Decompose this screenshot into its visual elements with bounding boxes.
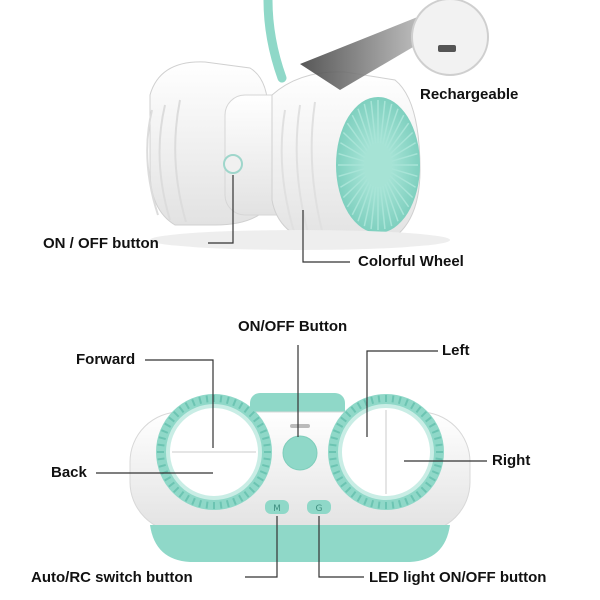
label-rechargeable: Rechargeable: [420, 86, 519, 103]
g-button-label: G: [316, 504, 323, 514]
label-on-off-button: ON / OFF button: [43, 235, 159, 252]
magnifier-cone: [300, 14, 425, 90]
label-right: Right: [492, 452, 531, 469]
left-wheel: [146, 99, 187, 223]
teal-antenna: [263, 0, 287, 83]
label-remote-on-off: ON/OFF Button: [238, 318, 348, 335]
usb-port-icon: [438, 45, 456, 52]
m-button: [265, 500, 289, 514]
inset-circle: [411, 0, 489, 76]
label-forward: Forward: [76, 351, 136, 368]
label-led-light: LED light ON/OFF button: [369, 569, 547, 586]
label-colorful-wheel: Colorful Wheel: [358, 253, 464, 270]
label-auto-rc: Auto/RC switch button: [31, 569, 193, 586]
toy-car: [146, 0, 450, 250]
m-button-label: M: [273, 504, 281, 514]
top-leader-lines: [208, 175, 350, 263]
car-power-button: [223, 154, 243, 174]
remote-power-button: [282, 435, 318, 471]
label-back: Back: [51, 464, 87, 481]
remote-base: [150, 525, 450, 562]
remote-control: M G: [129, 393, 471, 562]
bottom-leader-lines: [96, 345, 487, 578]
rechargeable-inset: [300, 0, 489, 90]
car-shadow: [150, 230, 450, 250]
right-dial-ridges: [329, 395, 443, 509]
left-dial-ridges: [157, 395, 271, 509]
remote-indicator-led: [290, 424, 310, 428]
g-button: [307, 500, 331, 514]
right-wheel-tread: [280, 101, 326, 243]
label-left: Left: [442, 342, 470, 359]
wheel-spokes: [338, 100, 418, 230]
